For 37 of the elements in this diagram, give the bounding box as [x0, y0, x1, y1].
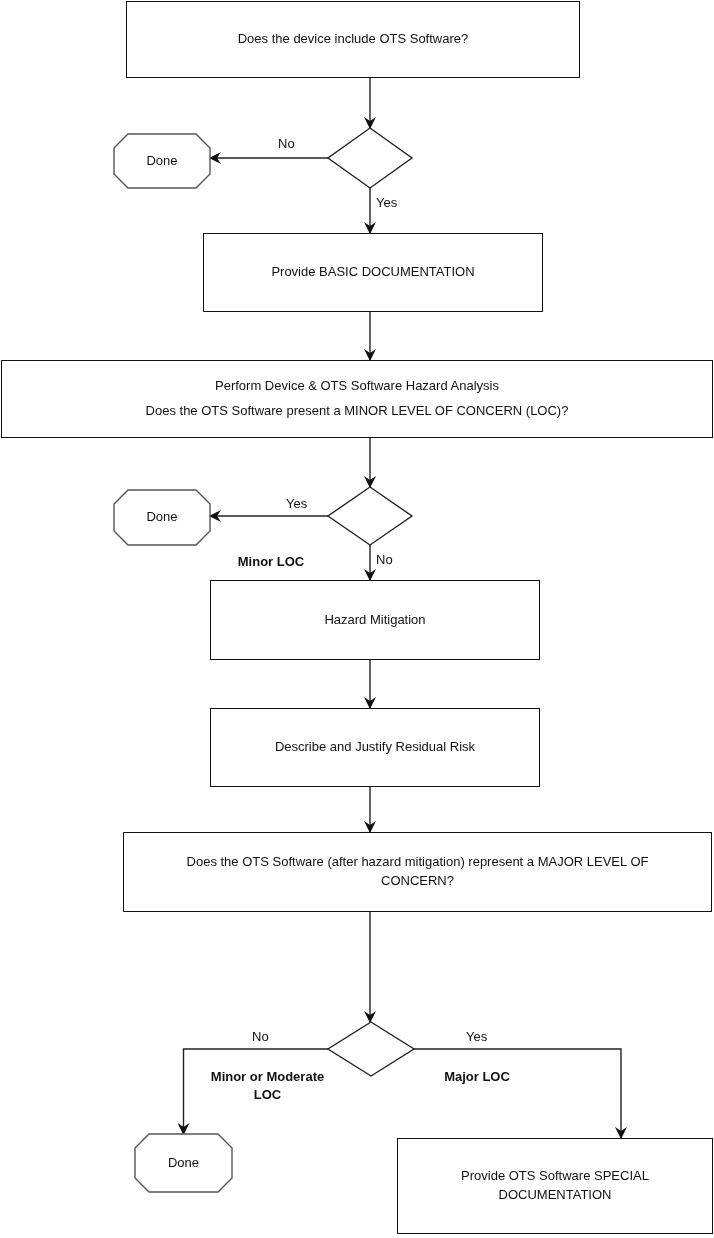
branch-note: Minor LOC — [236, 553, 306, 571]
arrow — [364, 911, 376, 1023]
terminal-octagon — [114, 490, 210, 545]
arrow — [413, 1048, 627, 1139]
arrow — [364, 77, 376, 129]
process-box — [397, 1138, 713, 1234]
arrow — [177, 1048, 329, 1135]
decision-diamond — [328, 487, 412, 545]
process-box — [210, 708, 540, 787]
process-box — [210, 580, 540, 660]
arrow — [364, 544, 376, 581]
node-text: Provide BASIC DOCUMENTATION — [271, 263, 475, 282]
process-box — [203, 233, 543, 312]
node-text: Provide OTS Software SPECIAL DOCUMENTATION — [460, 1167, 650, 1204]
arrow — [364, 786, 376, 833]
node-text: Done — [167, 1153, 200, 1172]
terminal-octagon — [135, 1134, 232, 1192]
terminal-octagon — [114, 134, 210, 188]
branch-note: Minor or Moderate LOC — [209, 1068, 326, 1104]
box-text: Perform Device & OTS Software Hazard Analysis — [215, 377, 499, 396]
node-text: Describe and Justify Residual Risk — [274, 738, 476, 757]
decision-diamond — [328, 128, 412, 188]
branch-note: Major LOC — [443, 1068, 511, 1086]
process-box — [1, 360, 713, 438]
process-box — [123, 832, 712, 912]
node-text: Does the OTS Software (after hazard mitigation) represent a MAJOR LEVEL OF CONCERN? — [185, 853, 650, 890]
arrow — [364, 437, 376, 488]
arrow — [364, 659, 376, 709]
node-text: Hazard Mitigation — [324, 610, 426, 629]
decision-diamond — [328, 1022, 414, 1076]
node-text: Does the device include OTS Software? — [237, 30, 469, 49]
node-text: Done — [146, 151, 178, 170]
process-box — [126, 1, 580, 78]
arrow — [364, 311, 376, 361]
arrow — [364, 187, 376, 234]
node-text: Done — [146, 508, 178, 527]
box-text: Does the OTS Software present a MINOR LEVEL OF CONCERN (LOC)? — [145, 402, 569, 420]
